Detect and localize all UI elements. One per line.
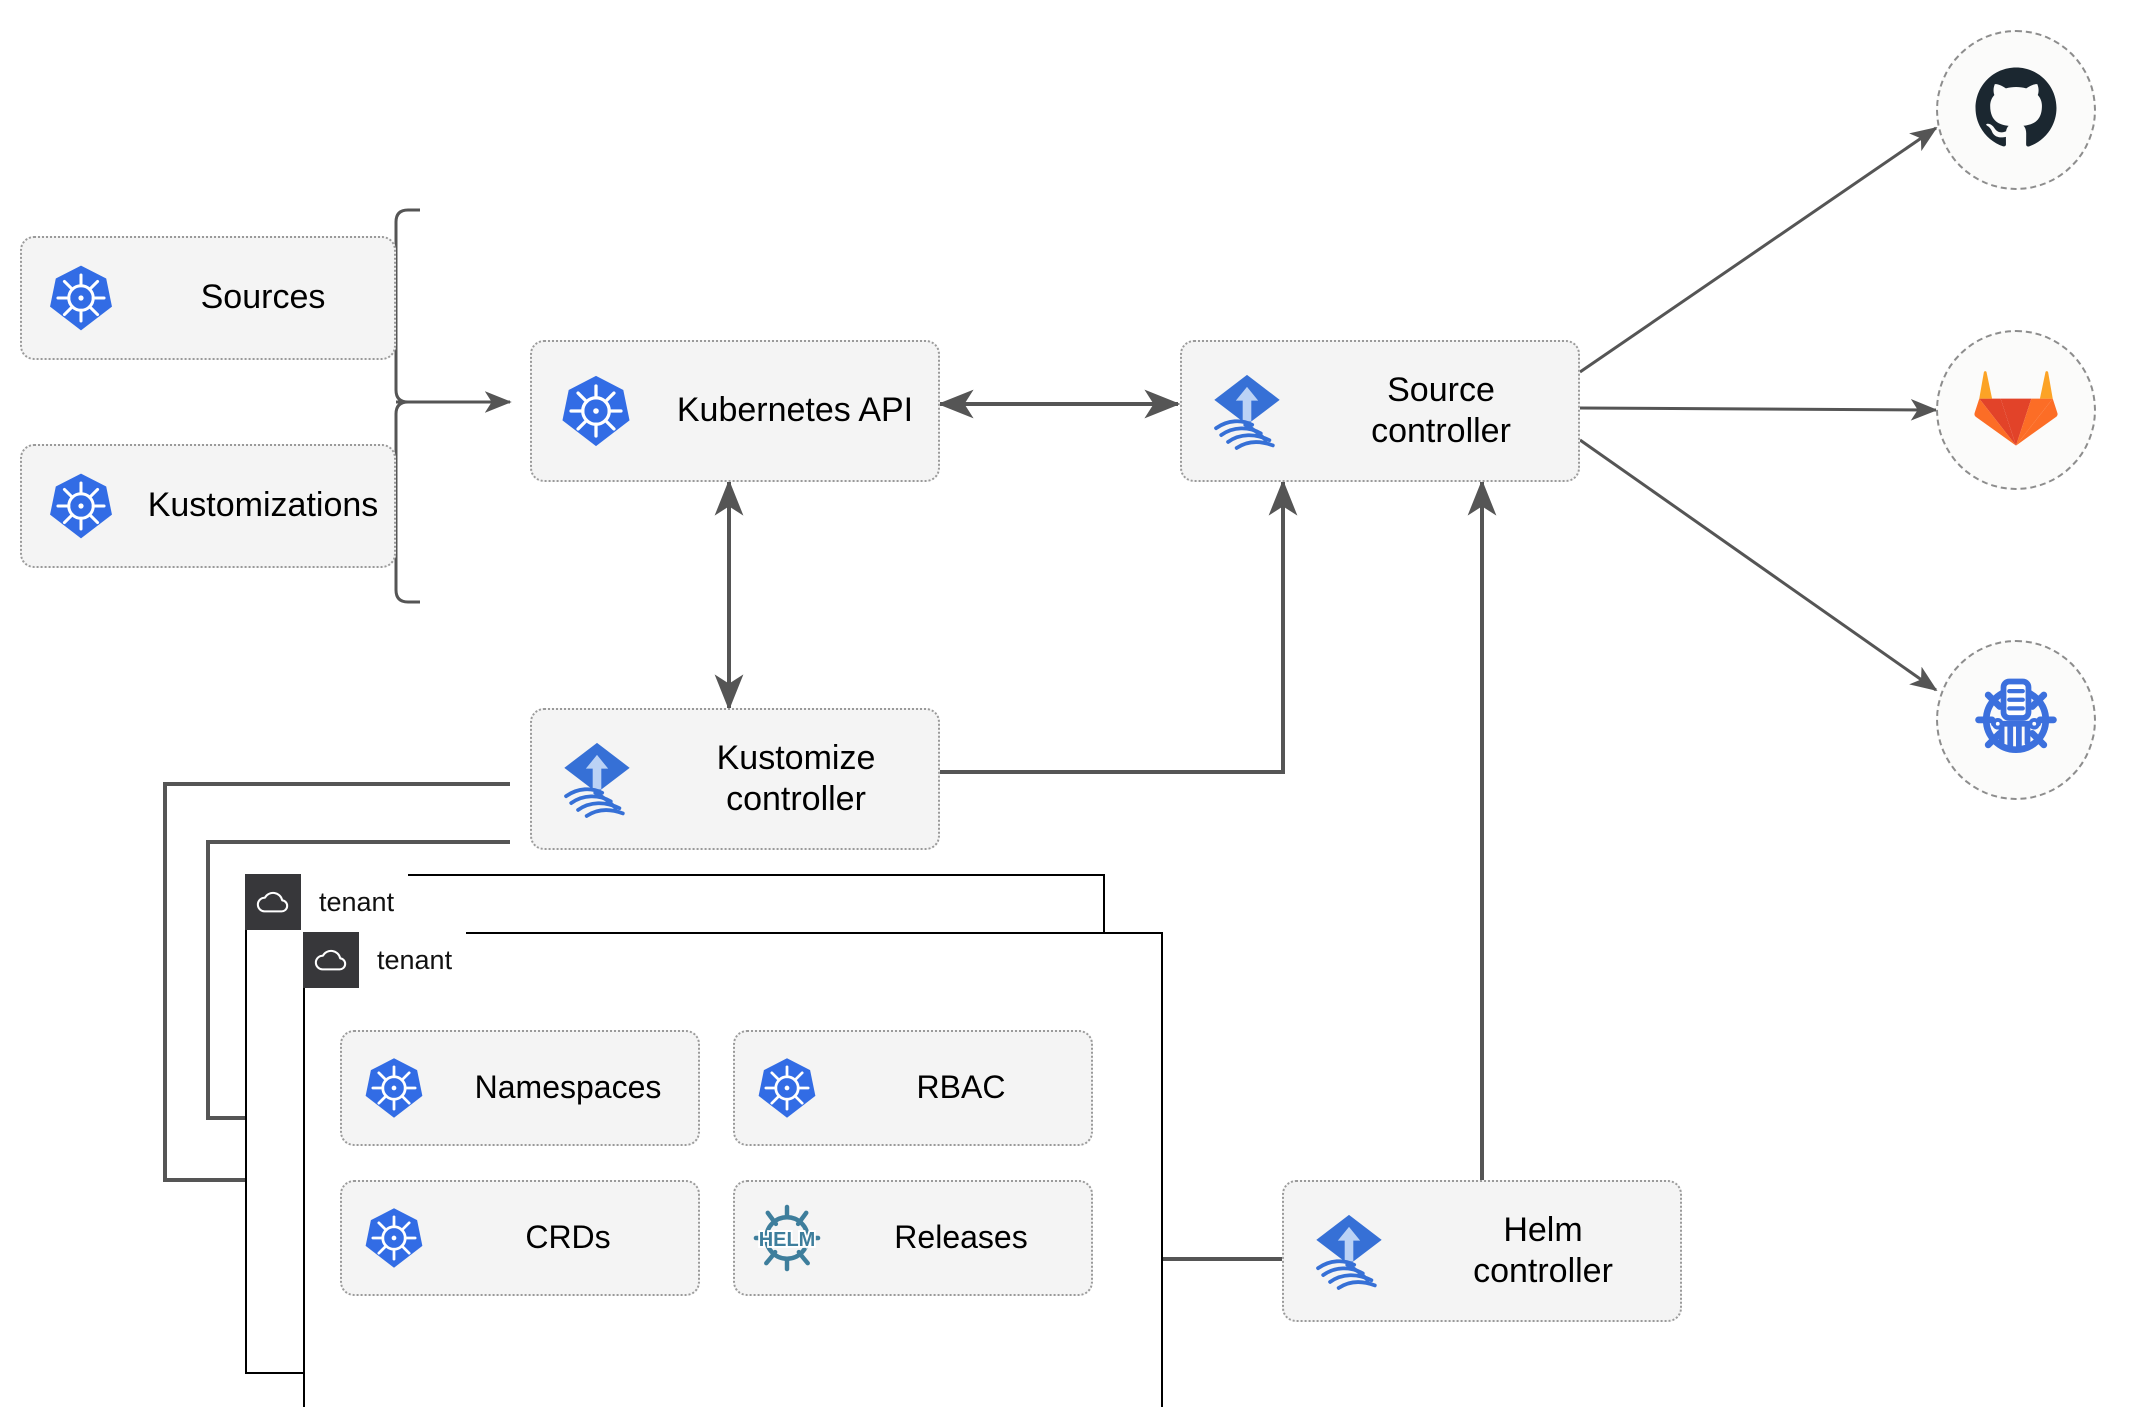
node-label: Releases [894, 1219, 1028, 1256]
cloud-icon [245, 874, 301, 930]
tenant-label: tenant [301, 874, 409, 930]
flux-icon [532, 736, 662, 822]
node-kustomize-controller[interactable]: Kustomize controller [530, 708, 940, 850]
kubernetes-icon [22, 262, 140, 334]
node-label: Helm controller [1473, 1210, 1613, 1290]
node-label: Namespaces [474, 1069, 662, 1106]
node-label: Kustomize controller [716, 738, 876, 818]
gitlab-icon [1973, 367, 2059, 454]
node-label: Kustomizations [147, 486, 379, 525]
kubernetes-icon [342, 1205, 446, 1271]
node-kubernetes-api[interactable]: Kubernetes API [530, 340, 940, 482]
cloud-icon [303, 932, 359, 988]
tenant-header: tenant [245, 874, 409, 930]
svg-text:HELM: HELM [759, 1229, 816, 1251]
node-releases[interactable]: HELM Releases [733, 1180, 1093, 1296]
node-source-controller[interactable]: Source controller [1180, 340, 1580, 482]
kubernetes-icon [735, 1055, 839, 1121]
node-label: Kubernetes API [676, 391, 914, 430]
tenant-container-inner[interactable]: tenant [303, 932, 1163, 1407]
node-sources[interactable]: Sources [20, 236, 396, 360]
node-helm-controller[interactable]: Helm controller [1282, 1180, 1682, 1322]
external-service-gitlab[interactable] [1936, 330, 2096, 490]
node-kustomizations[interactable]: Kustomizations [20, 444, 396, 568]
kubernetes-icon [342, 1055, 446, 1121]
tenant-header: tenant [303, 932, 467, 988]
github-icon [1970, 62, 2062, 159]
node-label: RBAC [916, 1069, 1006, 1106]
tenant-label: tenant [359, 932, 467, 988]
kubernetes-icon [532, 372, 660, 450]
kubernetes-icon [22, 470, 140, 542]
node-rbac[interactable]: RBAC [733, 1030, 1093, 1146]
flux-icon [1182, 368, 1312, 454]
node-label: Source controller [1371, 370, 1511, 450]
node-label: Sources [200, 278, 326, 317]
node-label: CRDs [525, 1219, 611, 1256]
external-service-helm-repository[interactable] [1936, 640, 2096, 800]
helm-icon: HELM [735, 1201, 839, 1275]
flux-icon [1284, 1208, 1414, 1294]
chart-repository-icon [1968, 670, 2064, 771]
node-namespaces[interactable]: Namespaces [340, 1030, 700, 1146]
node-crds[interactable]: CRDs [340, 1180, 700, 1296]
external-service-github[interactable] [1936, 30, 2096, 190]
